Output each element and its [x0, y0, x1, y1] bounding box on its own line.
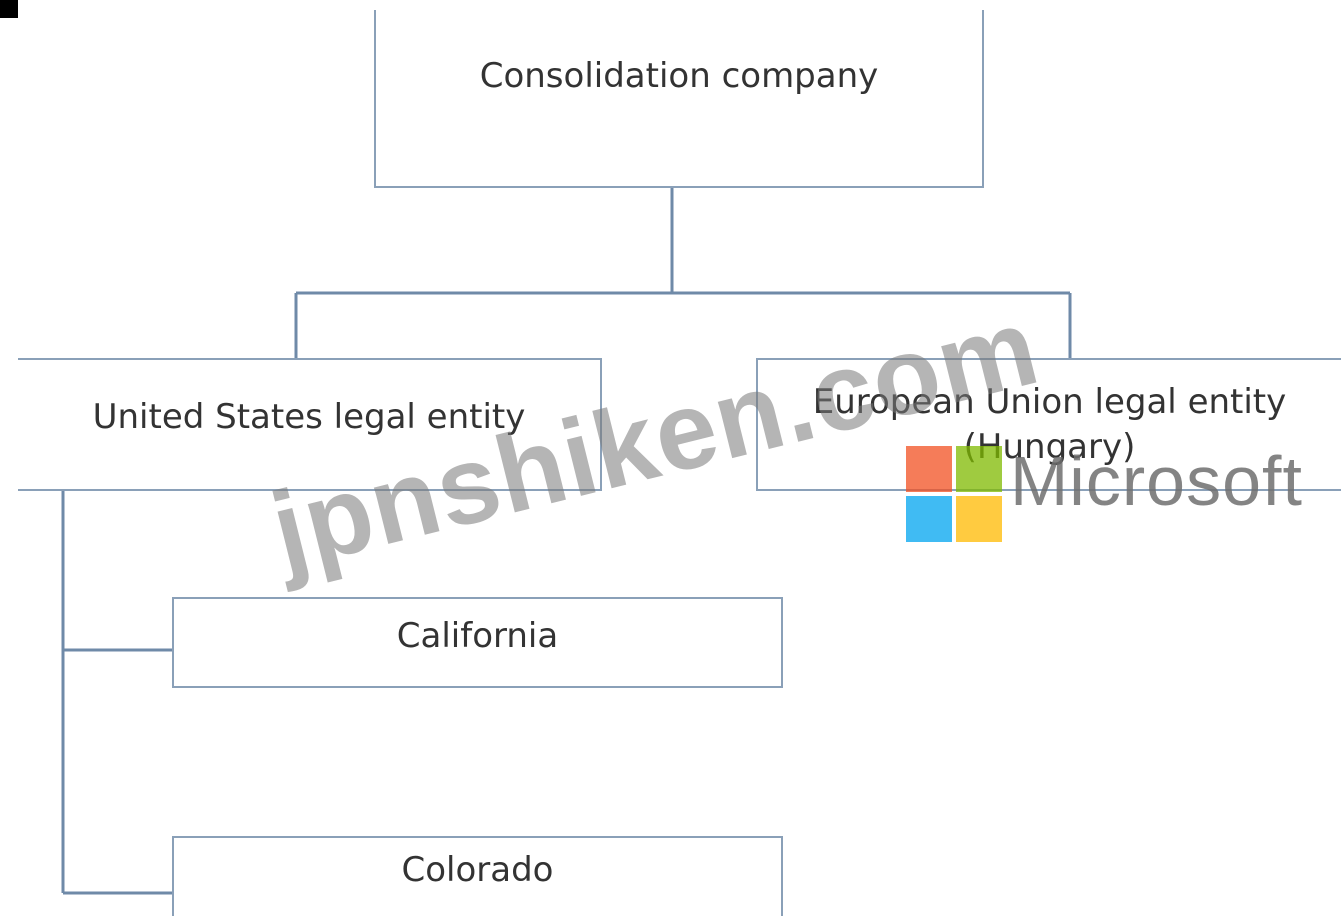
- node-consolidation-company: Consolidation company: [374, 10, 984, 188]
- eu-label-line-2: (Hungary): [963, 426, 1136, 467]
- node-california: California: [172, 597, 783, 688]
- corner-marker: [0, 0, 18, 18]
- eu-label-line-1: European Union legal entity: [812, 381, 1287, 422]
- node-colorado-label: Colorado: [401, 849, 554, 890]
- node-united-states-legal-entity: United States legal entity: [18, 358, 602, 491]
- node-consolidation-company-label: Consolidation company: [479, 56, 879, 96]
- node-european-union-legal-entity: European Union legal entity (Hungary): [756, 358, 1341, 491]
- node-colorado: Colorado: [172, 836, 783, 916]
- node-california-label: California: [396, 616, 559, 657]
- node-european-union-legal-entity-label: European Union legal entity (Hungary): [813, 380, 1287, 470]
- node-united-states-legal-entity-label: United States legal entity: [92, 397, 526, 438]
